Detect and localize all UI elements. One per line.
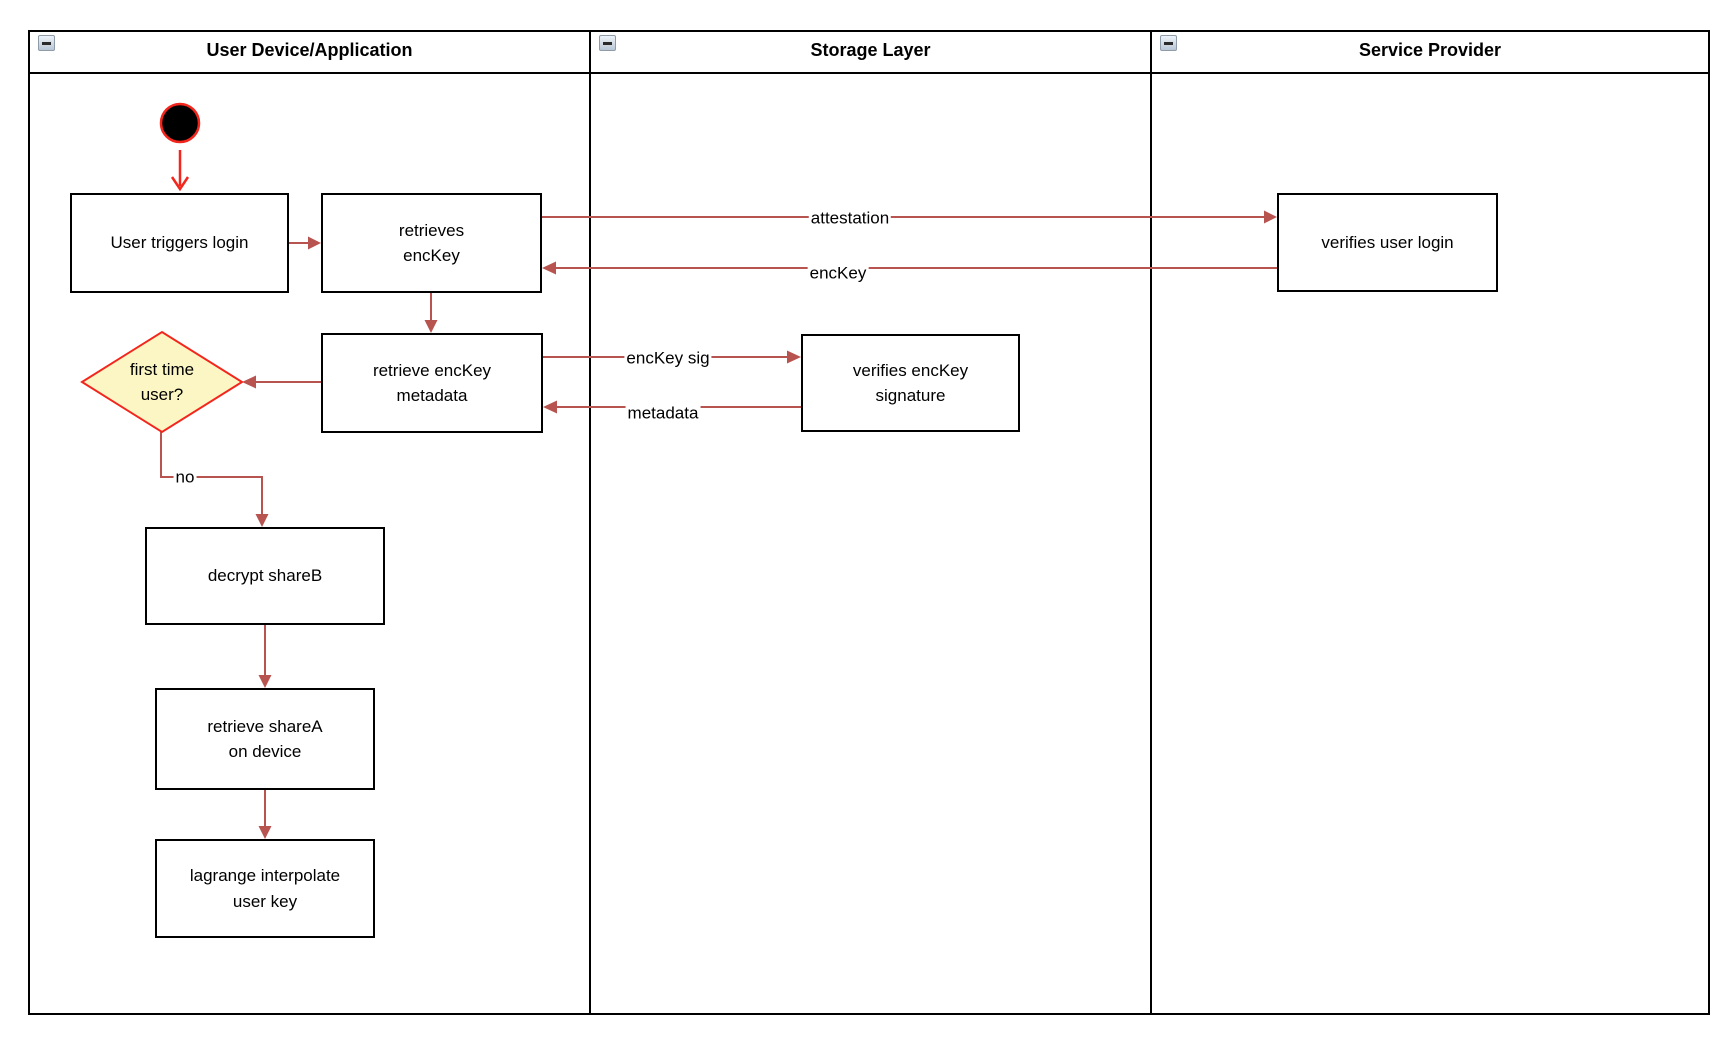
arrowhead-icon xyxy=(258,675,272,688)
collapse-minus-icon[interactable] xyxy=(38,35,55,51)
lane-header-divider xyxy=(28,72,1710,74)
arrowhead-icon xyxy=(1264,210,1277,224)
edge-label-attestation: attestation xyxy=(808,208,892,228)
edge-label-metadata: metadata xyxy=(625,403,701,423)
lane-title-storage-layer: Storage Layer xyxy=(810,40,931,60)
initial-node[interactable] xyxy=(159,102,201,144)
arrowhead-icon xyxy=(308,236,321,250)
decision-diamond[interactable] xyxy=(80,330,244,434)
edge-label-enckey: encKey xyxy=(807,263,869,283)
node-retrieves-enckey[interactable]: retrieves encKey xyxy=(321,193,542,293)
arrowhead-icon xyxy=(258,826,272,839)
node-lagrange-interpolate[interactable]: lagrange interpolate user key xyxy=(155,839,375,938)
collapse-minus-icon[interactable] xyxy=(1160,35,1177,51)
lane-title-user-device: User Device/Application xyxy=(206,40,413,60)
node-verifies-enckey-signature[interactable]: verifies encKey signature xyxy=(801,334,1020,432)
minus-bar xyxy=(42,41,51,45)
node-verifies-user-login[interactable]: verifies user login xyxy=(1277,193,1498,292)
node-user-triggers-login[interactable]: User triggers login xyxy=(70,193,289,293)
lane-divider-1 xyxy=(589,30,591,1015)
arrowhead-icon xyxy=(242,375,256,389)
node-decrypt-shareb[interactable]: decrypt shareB xyxy=(145,527,385,625)
open-arrowhead-icon xyxy=(170,176,190,192)
arrowhead-icon xyxy=(424,320,438,333)
edge-label-enckey-sig: encKey sig xyxy=(624,348,712,368)
arrowhead-icon xyxy=(543,400,557,414)
minus-bar xyxy=(1164,41,1173,45)
node-retrieve-sharea[interactable]: retrieve shareA on device xyxy=(155,688,375,790)
lane-divider-2 xyxy=(1150,30,1152,1015)
arrowhead-icon xyxy=(542,261,556,275)
edge-no-branch xyxy=(160,432,263,515)
lane-title-service-provider: Service Provider xyxy=(1358,40,1502,60)
minus-bar xyxy=(603,41,612,45)
node-retrieve-enckey-metadata[interactable]: retrieve encKey metadata xyxy=(321,333,543,433)
collapse-minus-icon[interactable] xyxy=(599,35,616,51)
edge-label-no: no xyxy=(173,467,197,487)
decision-label: first time user? xyxy=(129,359,195,405)
arrowhead-icon xyxy=(255,514,269,527)
arrowhead-icon xyxy=(787,350,801,364)
